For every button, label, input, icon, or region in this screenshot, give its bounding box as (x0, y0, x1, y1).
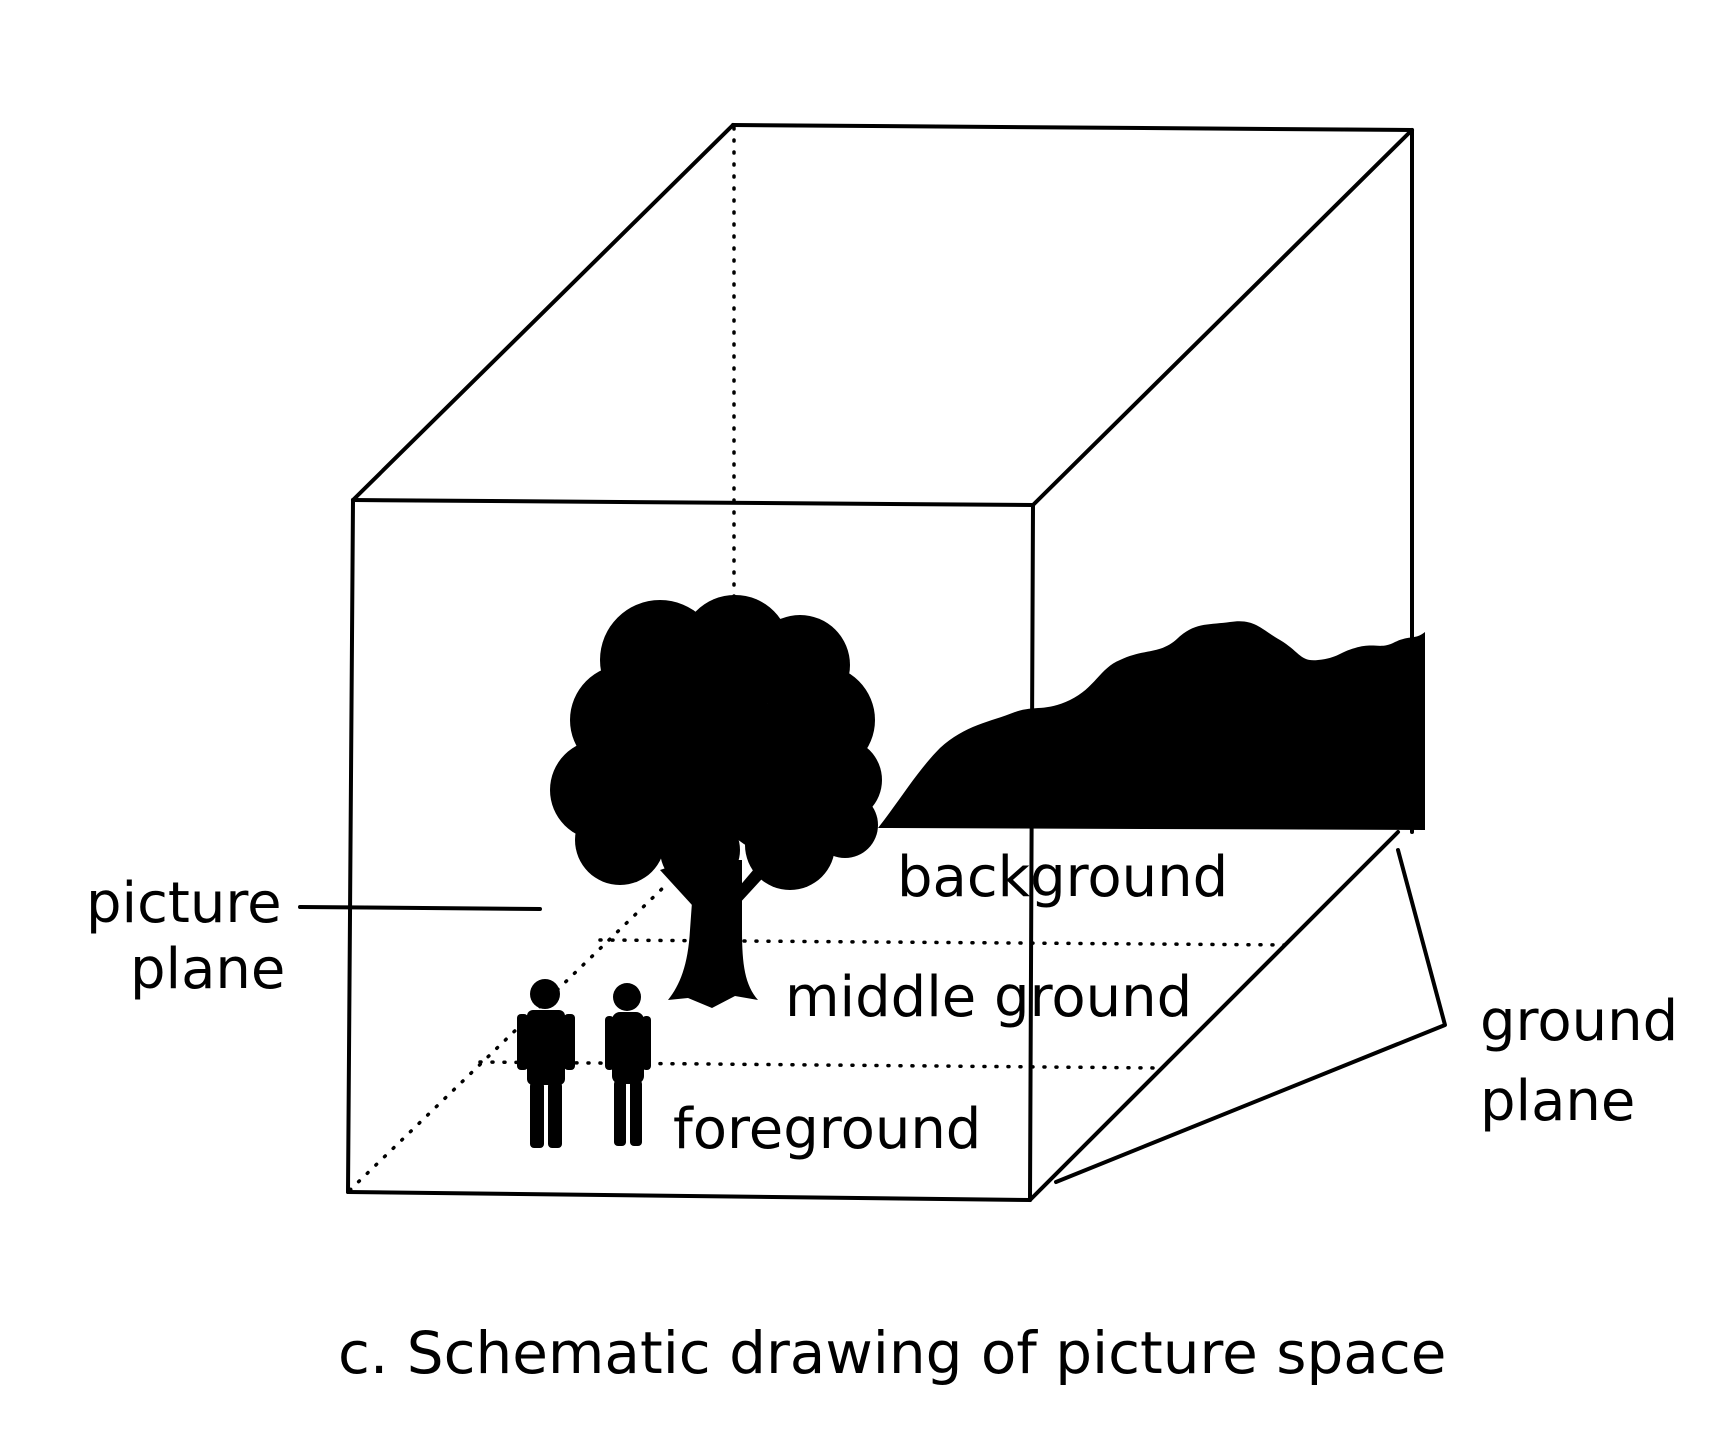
label-background: background (897, 845, 1228, 910)
figure-caption: c. Schematic drawing of picture space (338, 1319, 1446, 1387)
person-figure-left (517, 979, 575, 1148)
picture-plane-pointer-line (298, 905, 542, 911)
label-middle-ground: middle ground (785, 965, 1192, 1030)
label-foreground: foreground (673, 1097, 981, 1162)
label-ground-plane-line2: plane (1480, 1069, 1635, 1134)
middle-ground-boundary-line (598, 938, 1292, 947)
picture-space-box (346, 123, 1414, 1202)
label-picture-plane-line2: plane (130, 937, 285, 1002)
hills-silhouette (878, 621, 1425, 830)
label-ground-plane-line1: ground (1480, 989, 1678, 1054)
person-figure-right (605, 983, 651, 1146)
label-picture-plane-line1: picture (86, 871, 282, 936)
ground-plane-pointer-line (1054, 848, 1447, 1184)
tree-silhouette (550, 595, 882, 1008)
ground-diagonal-dotted-line (348, 881, 670, 1192)
foreground-boundary-line (478, 1060, 1162, 1070)
